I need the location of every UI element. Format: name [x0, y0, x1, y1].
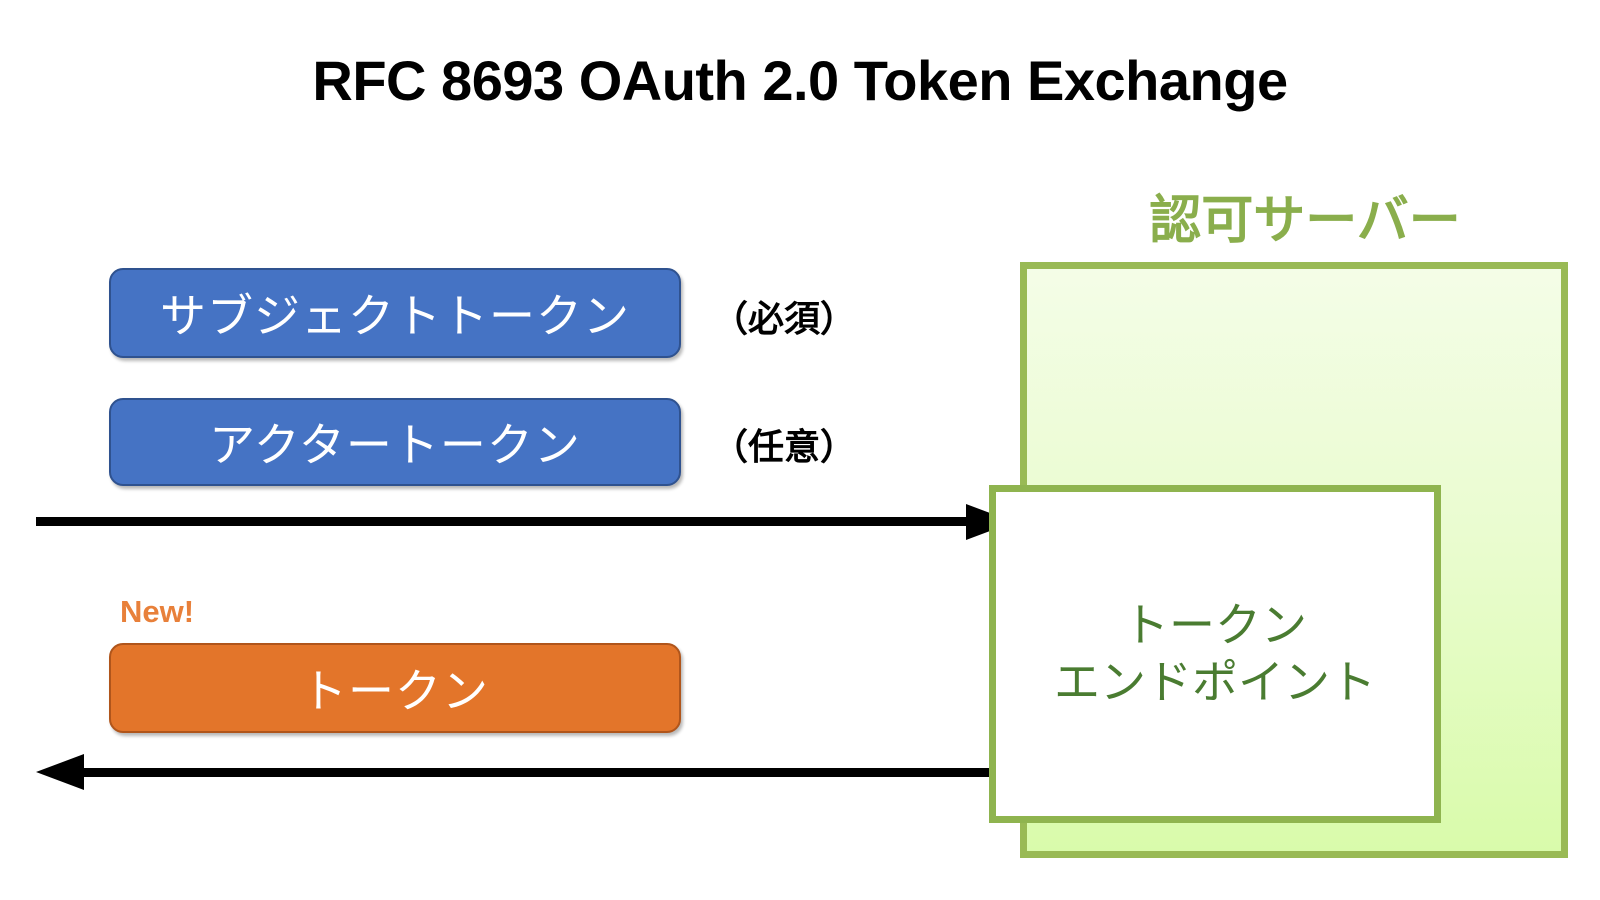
- issued-token-pill: トークン: [109, 643, 681, 733]
- token-endpoint-label: トークン エンドポイント: [1054, 598, 1376, 708]
- new-badge: New!: [120, 594, 195, 629]
- actor-token-pill: アクタートークン: [109, 398, 681, 486]
- response-arrow-icon: [36, 754, 1014, 790]
- authorization-server-label: 認可サーバー: [1149, 192, 1461, 250]
- page-title: RFC 8693 OAuth 2.0 Token Exchange: [312, 49, 1288, 112]
- actor-token-label: アクタートークン: [209, 419, 581, 471]
- subject-token-requirement: （必須）: [712, 298, 857, 339]
- issued-token-label: トークン: [301, 665, 489, 717]
- subject-token-pill: サブジェクトトークン: [109, 268, 681, 358]
- subject-token-label: サブジェクトトークン: [160, 290, 630, 342]
- response-arrow: [36, 750, 1014, 796]
- token-endpoint-box: トークン エンドポイント: [989, 485, 1441, 823]
- actor-token-requirement: （任意）: [712, 426, 857, 467]
- request-arrow: [36, 500, 1014, 546]
- request-arrow-icon: [36, 504, 1014, 540]
